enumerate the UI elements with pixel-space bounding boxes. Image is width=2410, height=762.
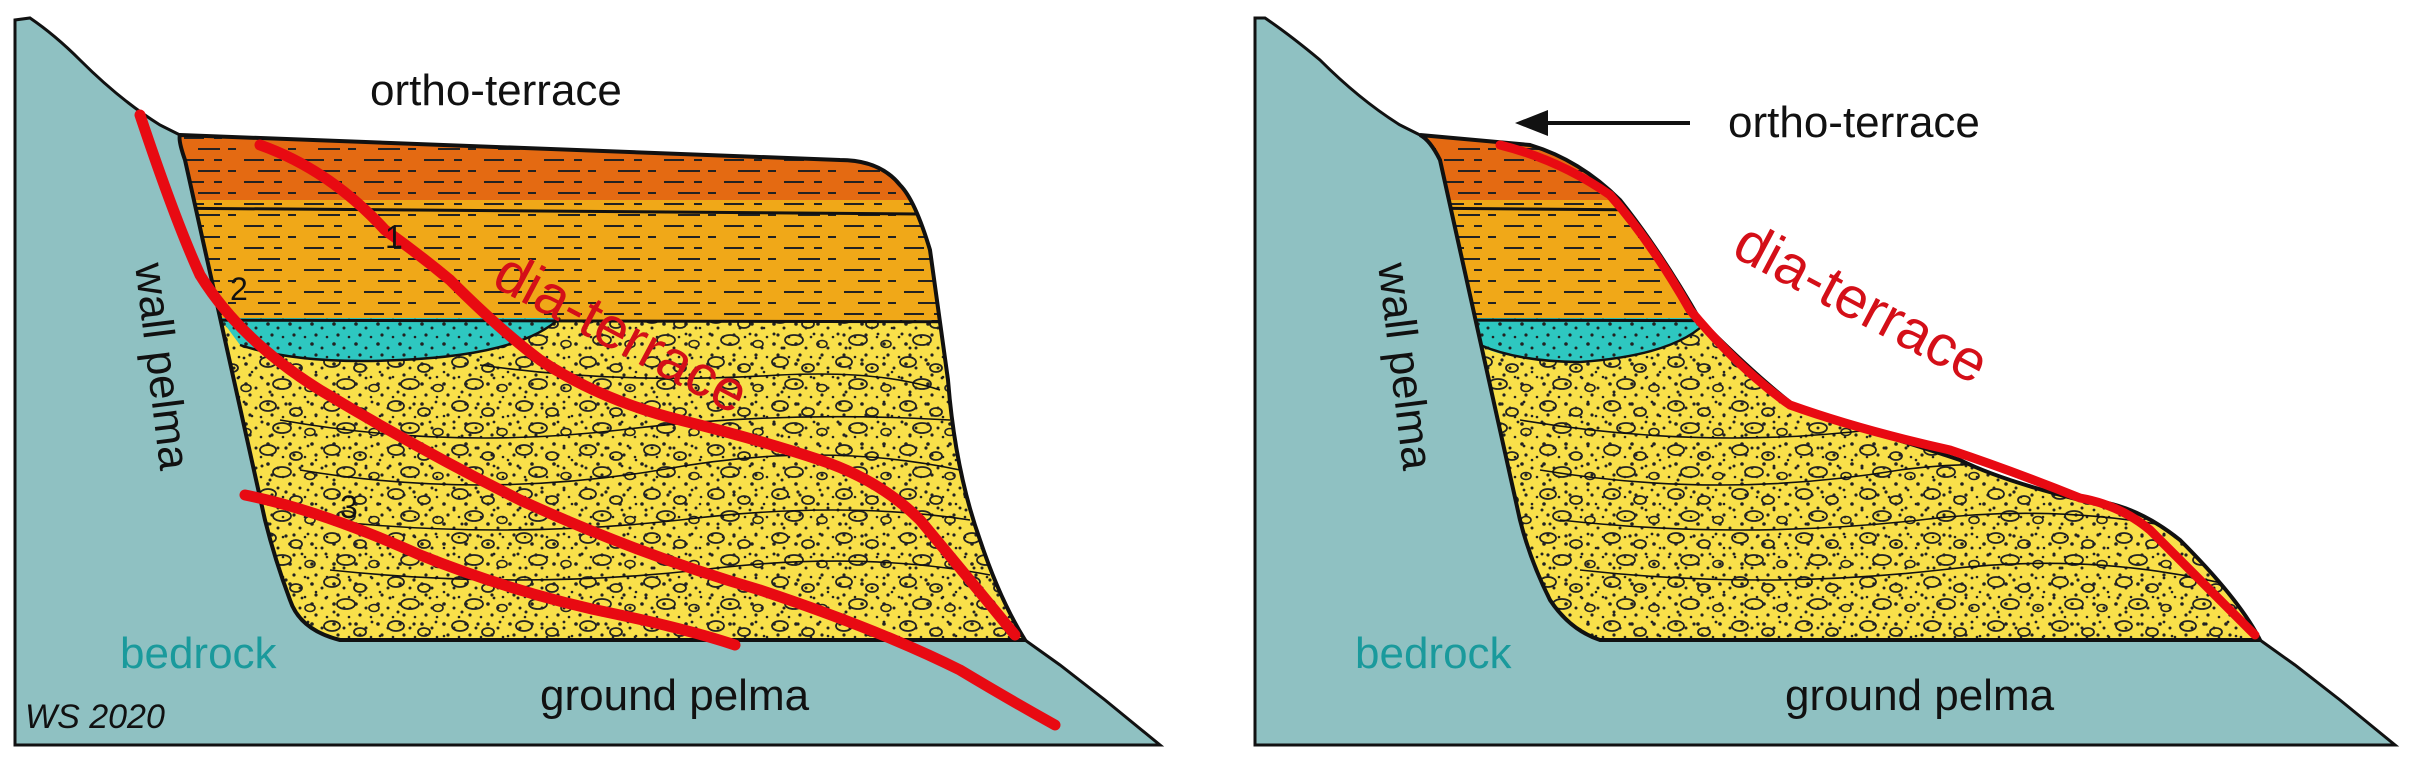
left-arrow-icon <box>1515 110 1690 136</box>
right-dia-terrace-label: dia-terrace <box>1724 209 1999 397</box>
left-red-line-1 <box>254 139 1021 641</box>
right-ortho-terrace-label: ortho-terrace <box>1728 98 1980 147</box>
right-ground-pelma-label: ground pelma <box>1785 671 2055 720</box>
line-number-1: 1 <box>385 219 403 255</box>
left-panel: ortho-terrace dia-terrace wall pelma bed… <box>13 16 1165 747</box>
line-number-2: 2 <box>230 271 248 307</box>
right-bedrock-label: bedrock <box>1355 629 1513 678</box>
credit-label: WS 2020 <box>25 698 165 736</box>
left-red-line-3 <box>239 489 741 651</box>
line-number-3: 3 <box>340 489 358 525</box>
left-red-line-2 <box>134 109 1061 731</box>
left-ground-pelma-label: ground pelma <box>540 671 810 720</box>
left-ortho-terrace-label: ortho-terrace <box>370 66 622 115</box>
right-dia-terrace-line <box>1495 140 2260 640</box>
right-panel: ortho-terrace dia-terrace wall pelma bed… <box>1253 16 2400 747</box>
left-bedrock-label: bedrock <box>120 629 278 678</box>
